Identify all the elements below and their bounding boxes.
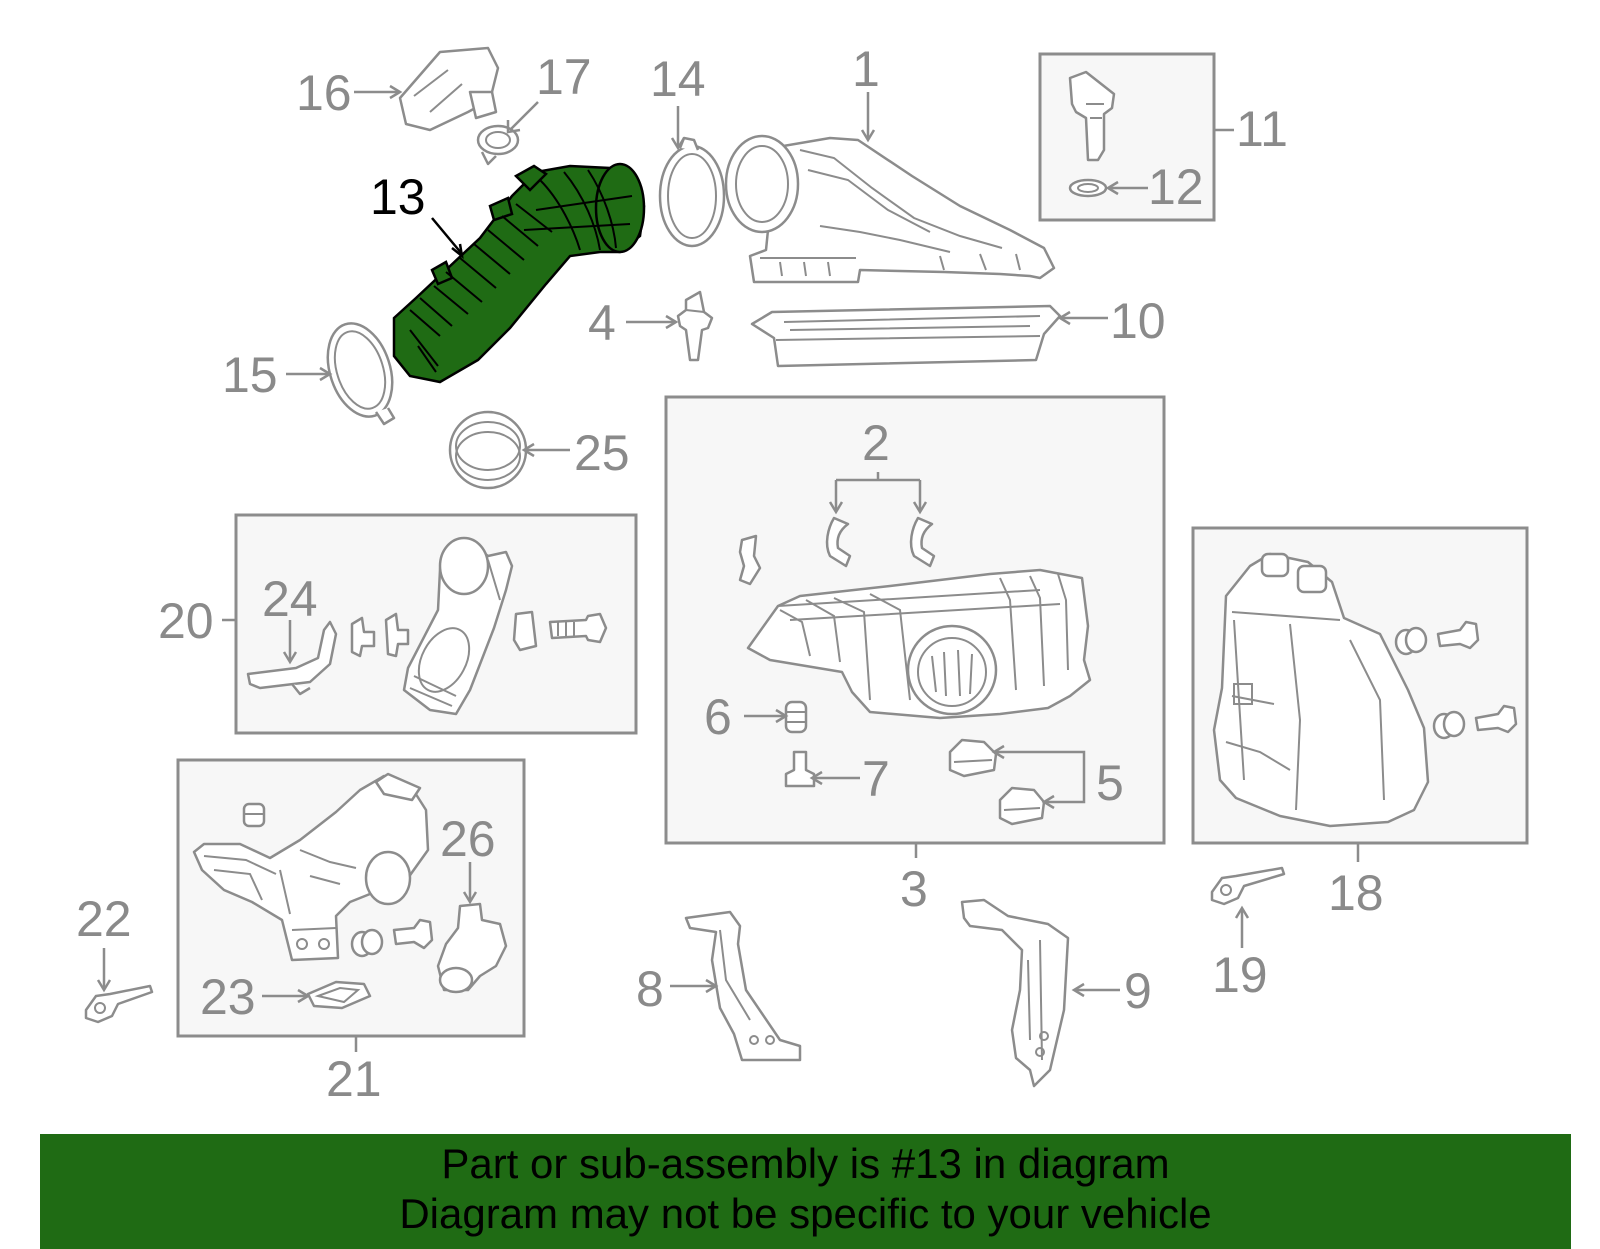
leader-lines bbox=[96, 84, 1360, 1052]
label-21: 21 bbox=[326, 1051, 382, 1107]
label-25: 25 bbox=[574, 425, 630, 481]
label-26: 26 bbox=[440, 811, 496, 867]
label-23: 23 bbox=[200, 969, 256, 1025]
part-12-o-ring[interactable] bbox=[1068, 178, 1108, 198]
part-small-clip-left[interactable] bbox=[738, 534, 762, 586]
part-21-grommet[interactable] bbox=[242, 802, 266, 828]
callout-labels: 16 17 14 1 11 12 13 4 10 15 25 2 20 24 6… bbox=[76, 41, 1384, 1107]
part-10-air-filter[interactable] bbox=[750, 304, 1062, 368]
part-11-sensor[interactable] bbox=[1068, 70, 1116, 162]
part-20-clip-c[interactable] bbox=[512, 610, 538, 652]
part-23-seal[interactable] bbox=[306, 980, 372, 1010]
part-7-bolt[interactable] bbox=[784, 750, 816, 788]
part-4-clip[interactable] bbox=[676, 290, 714, 362]
label-5: 5 bbox=[1096, 755, 1124, 811]
part-18-bolt-upper[interactable] bbox=[1436, 620, 1480, 650]
banner-line-part-number: Part or sub-assembly is #13 in diagram bbox=[441, 1140, 1170, 1187]
label-8: 8 bbox=[636, 961, 664, 1017]
part-21-bolt-b[interactable] bbox=[392, 918, 434, 950]
part-14-clamp-ring[interactable] bbox=[658, 136, 726, 248]
part-2-clip-right[interactable] bbox=[909, 516, 936, 568]
part-20-small-clip-b[interactable] bbox=[384, 612, 410, 658]
info-banner: Part or sub-assembly is #13 in diagram D… bbox=[40, 1134, 1571, 1249]
part-3-air-cleaner-case[interactable] bbox=[746, 568, 1092, 720]
label-19: 19 bbox=[1212, 947, 1268, 1003]
label-12: 12 bbox=[1148, 159, 1204, 215]
label-24: 24 bbox=[262, 571, 318, 627]
part-16-resonator[interactable] bbox=[398, 46, 500, 132]
part-9-bracket[interactable] bbox=[960, 898, 1070, 1088]
part-24-bracket[interactable] bbox=[246, 620, 338, 696]
label-1: 1 bbox=[852, 41, 880, 97]
part-5-grommet-upper[interactable] bbox=[948, 738, 998, 778]
label-3: 3 bbox=[900, 861, 928, 917]
part-18-grommet-lower[interactable] bbox=[1432, 710, 1466, 740]
label-13: 13 bbox=[370, 169, 426, 225]
label-7: 7 bbox=[862, 751, 890, 807]
group-box-11 bbox=[1038, 52, 1216, 222]
label-14: 14 bbox=[650, 51, 706, 107]
part-18-bolt-lower[interactable] bbox=[1474, 704, 1518, 734]
part-6-grommet[interactable] bbox=[784, 700, 808, 734]
part-20-small-clip-a[interactable] bbox=[350, 616, 376, 658]
label-17: 17 bbox=[536, 49, 592, 105]
label-18: 18 bbox=[1328, 865, 1384, 921]
part-17-clamp[interactable] bbox=[476, 124, 520, 166]
part-21-inlet-duct[interactable] bbox=[192, 772, 430, 962]
label-4: 4 bbox=[588, 295, 616, 351]
label-20: 20 bbox=[158, 593, 214, 649]
label-9: 9 bbox=[1124, 963, 1152, 1019]
part-13-intake-hose[interactable] bbox=[392, 162, 646, 384]
part-22-push-clip[interactable] bbox=[84, 984, 154, 1024]
label-16: 16 bbox=[296, 65, 352, 121]
part-20-bolt[interactable] bbox=[548, 612, 608, 644]
part-15-clamp-ring[interactable] bbox=[317, 315, 404, 426]
banner-line-disclaimer: Diagram may not be specific to your vehi… bbox=[399, 1190, 1212, 1237]
part-2-clip-left[interactable] bbox=[825, 516, 852, 568]
label-22: 22 bbox=[76, 891, 132, 947]
part-26-elbow[interactable] bbox=[436, 902, 508, 994]
label-2: 2 bbox=[862, 415, 890, 471]
part-20-duct[interactable] bbox=[402, 536, 514, 716]
label-15: 15 bbox=[222, 347, 278, 403]
part-18-resonator[interactable] bbox=[1212, 552, 1430, 828]
label-6: 6 bbox=[704, 689, 732, 745]
part-8-bracket[interactable] bbox=[684, 910, 802, 1062]
part-1-air-cleaner-cover[interactable] bbox=[724, 134, 1056, 284]
label-10: 10 bbox=[1110, 293, 1166, 349]
part-25-seal-ring[interactable] bbox=[448, 410, 528, 490]
part-21-grommet-b[interactable] bbox=[350, 928, 384, 958]
part-19-push-clip[interactable] bbox=[1210, 866, 1286, 906]
part-18-grommet-upper[interactable] bbox=[1394, 626, 1428, 656]
label-11: 11 bbox=[1236, 101, 1288, 157]
part-5-grommet-lower[interactable] bbox=[998, 786, 1046, 826]
